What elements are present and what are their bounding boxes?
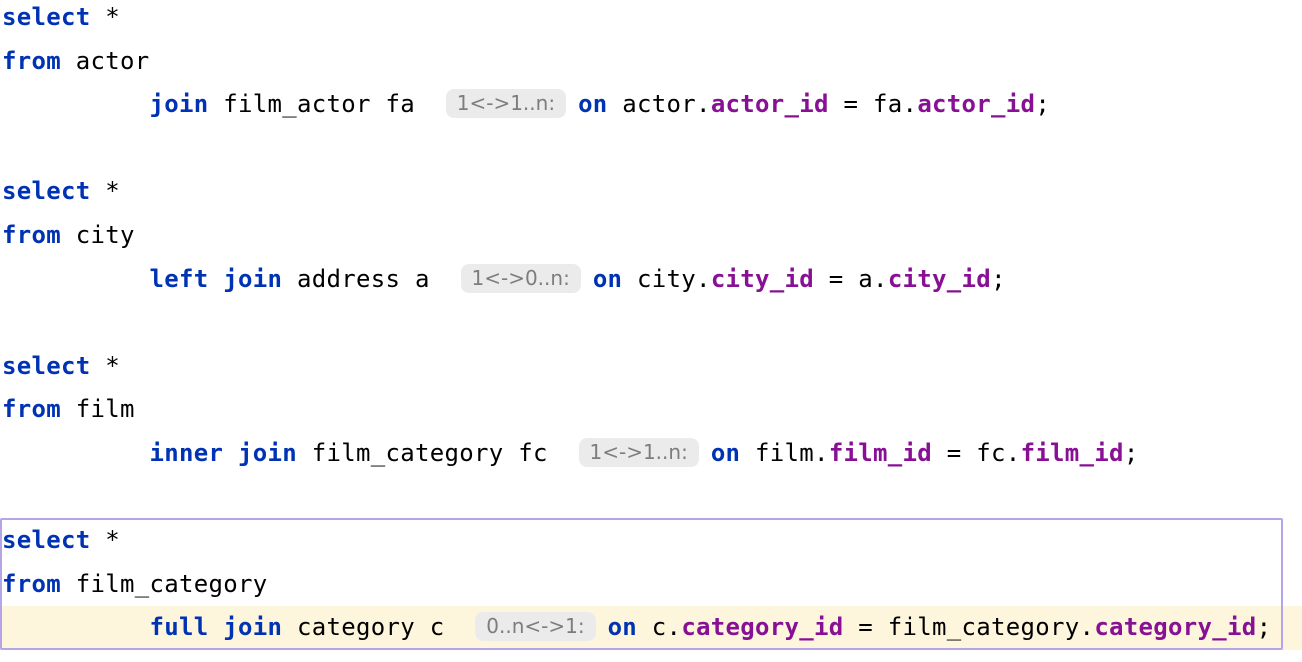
token-plain: film. bbox=[740, 438, 829, 467]
sql-statement: select *from city left join address a 1<… bbox=[0, 170, 1302, 301]
sql-statement: select *from actor join film_actor fa 1<… bbox=[0, 0, 1302, 127]
token-column: city_id bbox=[710, 264, 815, 293]
token-plain: address a bbox=[282, 264, 445, 293]
token-plain: film bbox=[61, 395, 135, 424]
token-plain: ; bbox=[1123, 438, 1139, 467]
code-line[interactable]: from film_category bbox=[0, 563, 1302, 607]
token-keyword: full join bbox=[149, 613, 283, 642]
token-keyword: select bbox=[2, 3, 91, 31]
code-line[interactable]: select * bbox=[0, 170, 1302, 214]
token-plain: category c bbox=[282, 613, 460, 642]
token-plain: film_category bbox=[61, 569, 268, 598]
token-plain: * bbox=[90, 526, 120, 555]
token-plain: = a. bbox=[814, 264, 888, 293]
token-plain bbox=[2, 613, 150, 641]
join-cardinality-hint[interactable]: 0..n<->1: bbox=[475, 612, 596, 642]
token-plain: * bbox=[90, 177, 120, 206]
token-plain: = fc. bbox=[932, 438, 1021, 467]
sql-statement: select *from film inner join film_catego… bbox=[0, 345, 1302, 476]
token-keyword: select bbox=[2, 177, 91, 206]
token-keyword: select bbox=[2, 351, 91, 380]
token-keyword: from bbox=[2, 569, 61, 598]
join-cardinality-hint[interactable]: 1<->0..n: bbox=[460, 263, 581, 293]
code-line[interactable]: select * bbox=[0, 0, 1302, 40]
token-plain: city. bbox=[622, 264, 711, 293]
code-line[interactable]: join film_actor fa 1<->1..n:on actor.act… bbox=[0, 83, 1302, 127]
token-plain: ; bbox=[1256, 613, 1272, 642]
token-keyword: from bbox=[2, 46, 61, 75]
code-line[interactable]: from city bbox=[0, 214, 1302, 258]
token-column: actor_id bbox=[917, 90, 1036, 119]
token-plain: = film_category. bbox=[843, 613, 1095, 642]
token-keyword: inner join bbox=[149, 438, 297, 467]
code-line[interactable]: from actor bbox=[0, 40, 1302, 84]
token-keyword: from bbox=[2, 395, 61, 424]
join-cardinality-hint[interactable]: 1<->1..n: bbox=[445, 89, 567, 119]
token-plain: film_category fc bbox=[297, 438, 563, 467]
join-cardinality-hint[interactable]: 1<->1..n: bbox=[578, 437, 699, 467]
token-keyword: on bbox=[592, 264, 623, 293]
token-column: category_id bbox=[1094, 613, 1257, 642]
token-column: actor_id bbox=[710, 90, 829, 119]
token-plain: city bbox=[61, 220, 135, 249]
sql-statement-current: select *from film_category full join cat… bbox=[0, 518, 1302, 650]
token-column: film_id bbox=[828, 438, 933, 467]
token-plain: actor bbox=[61, 46, 150, 75]
code-line[interactable]: left join address a 1<->0..n:on city.cit… bbox=[0, 258, 1302, 302]
token-column: category_id bbox=[681, 613, 844, 642]
token-keyword: on bbox=[607, 613, 638, 642]
token-plain bbox=[2, 439, 150, 467]
token-plain bbox=[2, 265, 150, 293]
token-plain: * bbox=[90, 3, 120, 31]
token-plain: ; bbox=[1035, 90, 1051, 119]
token-keyword: on bbox=[710, 438, 741, 467]
token-plain: ; bbox=[991, 264, 1006, 293]
token-plain bbox=[2, 90, 150, 118]
token-plain: film_actor fa bbox=[208, 90, 430, 119]
token-keyword: join bbox=[149, 90, 209, 119]
code-line[interactable]: select * bbox=[0, 519, 1302, 563]
token-keyword: left join bbox=[149, 264, 283, 293]
code-line-caret-row[interactable]: full join category c 0..n<->1:on c.categ… bbox=[0, 606, 1302, 650]
token-plain: c. bbox=[637, 613, 682, 642]
token-keyword: on bbox=[578, 90, 608, 119]
token-keyword: select bbox=[2, 526, 91, 555]
token-keyword: from bbox=[2, 220, 61, 249]
code-line[interactable]: inner join film_category fc 1<->1..n:on … bbox=[0, 432, 1302, 476]
token-plain: actor. bbox=[607, 90, 711, 119]
token-plain: = fa. bbox=[828, 90, 918, 119]
token-plain: * bbox=[90, 351, 120, 380]
code-line[interactable]: from film bbox=[0, 388, 1302, 432]
token-column: city_id bbox=[887, 264, 992, 293]
token-column: film_id bbox=[1020, 438, 1124, 467]
code-line[interactable]: select * bbox=[0, 345, 1302, 389]
